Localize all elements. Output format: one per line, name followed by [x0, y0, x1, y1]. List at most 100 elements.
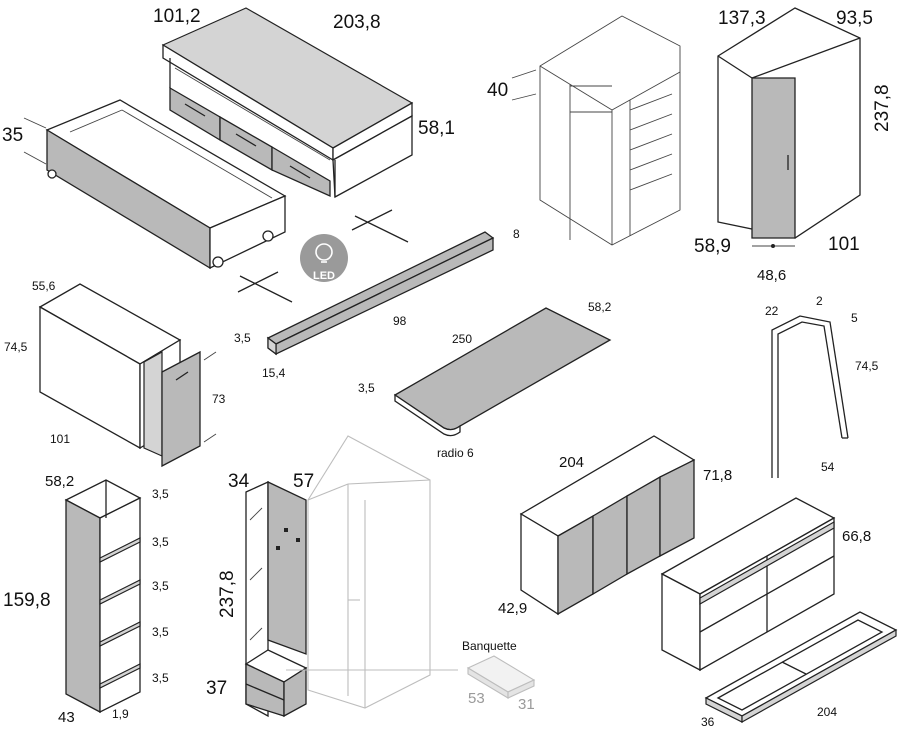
open-wardrobe-shelf-c	[629, 133, 673, 151]
bed-dim-4-tick-a	[23, 117, 47, 129]
corner-wardrobe-top-a	[717, 55, 753, 79]
ghost-wardrobe-line-3	[307, 483, 349, 501]
open-wardrobe-outline	[539, 15, 681, 246]
bracket-upper-bar	[354, 215, 409, 243]
desk-top-surface	[393, 307, 612, 431]
shelf-dim-2: 98	[393, 314, 407, 328]
bookcase-shelf-1	[99, 537, 141, 563]
led-label: LED	[313, 270, 335, 282]
open-wardrobe-shelf-e	[629, 173, 673, 191]
corner-wardrobe-dim-5: 101	[828, 234, 860, 255]
shelf-dim-1: 8	[513, 227, 520, 241]
plinth-edge-2	[741, 628, 897, 724]
sideboard-door-4	[659, 458, 695, 558]
shelf-group: 8 98 3,5 15,4	[234, 227, 520, 380]
open-wardrobe-group: 40	[487, 15, 681, 246]
bed-drawer-handle-1	[184, 103, 206, 117]
bed-dim-4: 35	[2, 125, 23, 146]
bracket-lower-bar	[239, 275, 293, 303]
corner-wardrobe-dim-3: 237,8	[872, 84, 893, 132]
leg-dim-4: 74,5	[855, 359, 879, 373]
trundle-rail	[69, 109, 123, 133]
leg-dim-2: 2	[816, 294, 823, 308]
open-wardrobe-top-edge-1	[539, 65, 613, 111]
leg-dim-3: 5	[851, 311, 858, 325]
desk-unit-dim-tick-a	[203, 351, 217, 361]
bookcase-shelf-dim-1: 3,5	[152, 487, 169, 501]
hall-coat-panel	[267, 480, 307, 655]
banquette-label: Banquette	[462, 639, 517, 653]
bed-drawer-3	[271, 145, 331, 198]
desk-unit-dim-3: 73	[212, 392, 226, 406]
hall-mirror-shine-2	[249, 567, 263, 581]
hall-dim-2: 57	[293, 471, 314, 492]
bookcase-shelf-2	[99, 579, 141, 605]
bracket-upper-plate	[351, 209, 393, 231]
desk-unit-handle	[175, 371, 189, 381]
corner-wardrobe-top-b	[751, 37, 861, 79]
hall-bench-side	[283, 666, 307, 718]
plinth-opening	[716, 619, 884, 711]
hall-mirror-shine-3	[249, 627, 263, 641]
desk-unit-drawer-box	[143, 350, 163, 457]
desk-unit-drawer-front	[161, 350, 201, 468]
hall-dim-4: 37	[206, 678, 227, 699]
ghost-wardrobe-outline	[307, 435, 431, 709]
coat-hook-2	[296, 538, 300, 542]
desk-top-edge	[394, 393, 461, 437]
open-wardrobe-dim-1: 40	[487, 80, 508, 101]
bed-dim-4-tick-b	[23, 151, 47, 165]
open-unit-group: 66,8 36 204	[660, 497, 898, 729]
bed-group: 101,2 203,8 58,1 35	[2, 6, 455, 270]
bulb-icon-glass	[315, 243, 333, 261]
leg-group: 22 2 5 74,5 54	[765, 294, 879, 478]
bookcase-side	[65, 498, 101, 714]
open-wardrobe-shelf-b	[629, 113, 673, 131]
bed-dim-1: 101,2	[153, 6, 201, 27]
bookcase-dim-3: 43	[58, 709, 75, 726]
sideboard-dim-3: 42,9	[498, 600, 527, 617]
desk-top-dim-4: radio 6	[437, 446, 474, 460]
leg-inner	[777, 321, 843, 478]
bookcase-dim-4: 1,9	[112, 707, 129, 721]
shelf-top	[266, 231, 495, 345]
open-wardrobe-top-edge-2	[611, 71, 681, 111]
desk-top-dim-3: 3,5	[358, 381, 375, 395]
bookcase-shelf-dim-5: 3,5	[152, 671, 169, 685]
ghost-wardrobe-line-4	[347, 479, 431, 485]
coat-hook-3	[276, 546, 280, 550]
open-unit-back	[699, 520, 835, 606]
hall-mirror-shine-1	[249, 507, 263, 521]
hall-group: 34 57 237,8 37 Banquette 53 31	[206, 435, 536, 718]
corner-wardrobe-dim-6: 48,6	[757, 267, 786, 284]
corner-wardrobe-dim-6-dot	[771, 244, 775, 248]
desk-unit-group: 55,6 74,5 73 101	[4, 279, 226, 468]
desk-unit-dim-tick-b	[203, 433, 217, 443]
open-unit-shelf	[699, 555, 835, 633]
bed-drawer-handle-3	[289, 165, 311, 179]
corner-wardrobe-door	[751, 77, 796, 239]
open-unit-dim-1: 66,8	[842, 528, 871, 545]
bookcase-dim-2: 159,8	[3, 590, 51, 611]
open-wardrobe-dim-tick-a	[511, 69, 537, 79]
bed-drawer-1	[169, 86, 221, 142]
desk-top-group: 58,2 250 3,5 radio 6	[358, 300, 612, 460]
bookcase-shelf-dim-2: 3,5	[152, 535, 169, 549]
desk-top-dim-2: 250	[452, 332, 472, 346]
bookcase-group: 58,2 159,8 43 1,9 3,5 3,5 3,5 3,5 3,5	[3, 473, 169, 726]
sideboard-dim-2: 71,8	[703, 467, 732, 484]
hall-bench-shelf	[245, 683, 285, 701]
leg-dim-1: 22	[765, 304, 779, 318]
corner-wardrobe-dim-4: 58,9	[694, 236, 731, 257]
leg-dim-5: 54	[821, 460, 835, 474]
shelf-lip	[267, 336, 277, 356]
open-wardrobe-dim-tick-b	[511, 93, 537, 101]
open-wardrobe-shelf-a	[629, 93, 673, 111]
banquette-dim-2: 31	[518, 696, 535, 713]
sideboard-dim-1: 204	[559, 454, 584, 471]
trundle-wheel-1	[212, 256, 224, 268]
coat-hook-1	[284, 528, 288, 532]
desk-unit-dim-4: 101	[50, 432, 70, 446]
bracket-lower-plate	[237, 271, 279, 293]
